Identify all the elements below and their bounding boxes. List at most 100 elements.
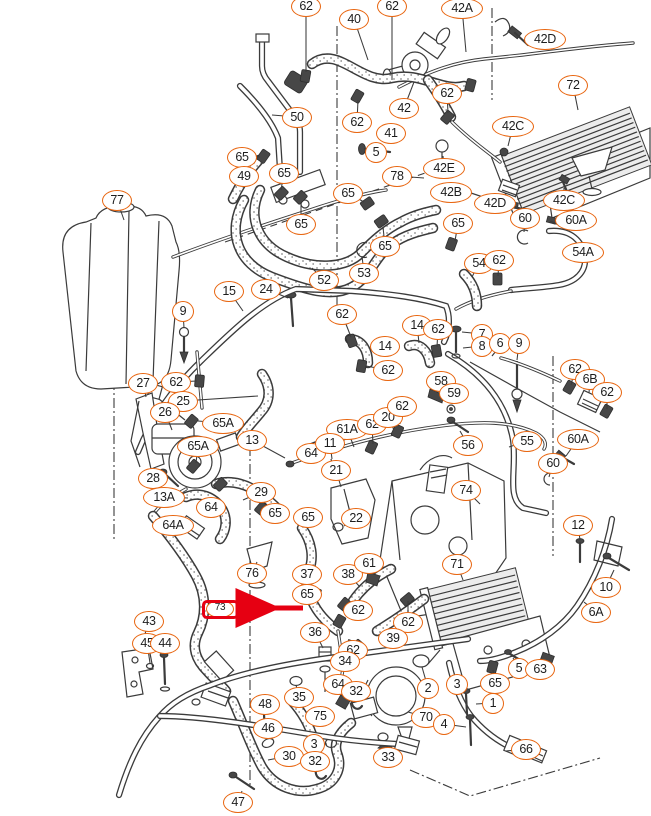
callout-14[interactable]: 14 [370,335,400,357]
callout-62[interactable]: 62 [377,0,407,17]
callout-64A[interactable]: 64A [152,514,194,536]
callout-64[interactable]: 64 [196,496,226,518]
callout-65[interactable]: 65 [480,672,510,694]
callout-74[interactable]: 74 [451,479,481,501]
callout-27[interactable]: 27 [128,372,158,394]
callout-63[interactable]: 63 [525,658,555,680]
callout-26[interactable]: 26 [150,401,180,423]
callout-65[interactable]: 65 [443,212,473,234]
callout-72[interactable]: 72 [558,74,588,96]
callout-3[interactable]: 3 [303,733,325,755]
callout-65[interactable]: 65 [260,502,290,524]
callout-52[interactable]: 52 [309,269,339,291]
callout-32[interactable]: 32 [300,750,330,772]
callout-29[interactable]: 29 [246,481,276,503]
callout-42[interactable]: 42 [389,97,419,119]
callout-42C[interactable]: 42C [543,189,585,211]
callout-44[interactable]: 44 [150,632,180,654]
callout-48[interactable]: 48 [250,693,280,715]
bolt-10 [602,552,631,572]
callout-61[interactable]: 61 [354,552,384,574]
callout-62[interactable]: 62 [343,599,373,621]
callout-62[interactable]: 62 [161,371,191,393]
callout-65[interactable]: 65 [292,583,322,605]
callout-62[interactable]: 62 [592,381,622,403]
callout-6A[interactable]: 6A [581,601,611,623]
callout-42D[interactable]: 42D [474,192,516,214]
callout-62[interactable]: 62 [393,611,423,633]
callout-35[interactable]: 35 [284,686,314,708]
callout-34[interactable]: 34 [330,650,360,672]
callout-60[interactable]: 60 [538,452,568,474]
callout-78[interactable]: 78 [382,165,412,187]
callout-24[interactable]: 24 [251,278,281,300]
callout-3[interactable]: 3 [446,673,468,695]
callout-62[interactable]: 62 [484,249,514,271]
callout-50[interactable]: 50 [282,106,312,128]
callout-62[interactable]: 62 [291,0,321,17]
callout-65[interactable]: 65 [286,213,316,235]
callout-15[interactable]: 15 [214,280,244,302]
callout-10[interactable]: 10 [591,576,621,598]
callout-56[interactable]: 56 [453,434,483,456]
callout-37[interactable]: 37 [292,563,322,585]
callout-41[interactable]: 41 [376,122,406,144]
callout-62[interactable]: 62 [387,395,417,417]
callout-60A[interactable]: 60A [555,209,597,231]
callout-49[interactable]: 49 [229,165,259,187]
callout-8[interactable]: 8 [471,335,493,357]
callout-75[interactable]: 75 [305,705,335,727]
callout-71[interactable]: 71 [442,553,472,575]
callout-65[interactable]: 65 [293,506,323,528]
callout-28[interactable]: 28 [138,467,168,489]
callout-5[interactable]: 5 [365,141,387,163]
callout-62[interactable]: 62 [373,359,403,381]
callout-77[interactable]: 77 [102,189,132,211]
callout-55[interactable]: 55 [512,430,542,452]
callout-42B[interactable]: 42B [430,181,472,203]
callout-40[interactable]: 40 [339,8,369,30]
callout-62[interactable]: 62 [327,303,357,325]
callout-2[interactable]: 2 [417,677,439,699]
callout-21[interactable]: 21 [321,459,351,481]
callout-53[interactable]: 53 [349,262,379,284]
callout-66[interactable]: 66 [511,738,541,760]
callout-32[interactable]: 32 [341,680,371,702]
callout-65[interactable]: 65 [269,162,299,184]
callout-60A[interactable]: 60A [557,428,599,450]
callout-54A[interactable]: 54A [562,241,604,263]
callout-43[interactable]: 43 [134,610,164,632]
callout-9[interactable]: 9 [508,332,530,354]
callout-47[interactable]: 47 [223,791,253,813]
callout-62[interactable]: 62 [342,111,372,133]
fitting-42c [499,147,509,157]
callout-39[interactable]: 39 [378,627,408,649]
callout-33[interactable]: 33 [373,746,403,768]
callout-42A[interactable]: 42A [441,0,483,19]
valve-9-right [511,360,523,414]
callout-22[interactable]: 22 [341,507,371,529]
callout-60[interactable]: 60 [510,207,540,229]
callout-42C[interactable]: 42C [492,115,534,137]
callout-42D[interactable]: 42D [524,28,566,50]
callout-11[interactable]: 11 [315,432,345,454]
callout-4[interactable]: 4 [433,713,455,735]
callout-46[interactable]: 46 [253,717,283,739]
callout-76[interactable]: 76 [237,562,267,584]
callout-42E[interactable]: 42E [423,157,465,179]
callout-62[interactable]: 62 [432,82,462,104]
callout-9[interactable]: 9 [172,300,194,322]
callout-65[interactable]: 65 [333,182,363,204]
highlight-box [202,600,239,619]
callout-59[interactable]: 59 [439,382,469,404]
callout-65[interactable]: 65 [227,146,257,168]
callout-62[interactable]: 62 [423,318,453,340]
callout-1[interactable]: 1 [482,692,504,714]
callout-13[interactable]: 13 [237,429,267,451]
callout-65[interactable]: 65 [370,235,400,257]
callout-36[interactable]: 36 [300,621,330,643]
callout-65A[interactable]: 65A [177,435,219,457]
callout-13A[interactable]: 13A [143,486,185,508]
callout-65A[interactable]: 65A [202,412,244,434]
callout-12[interactable]: 12 [563,514,593,536]
